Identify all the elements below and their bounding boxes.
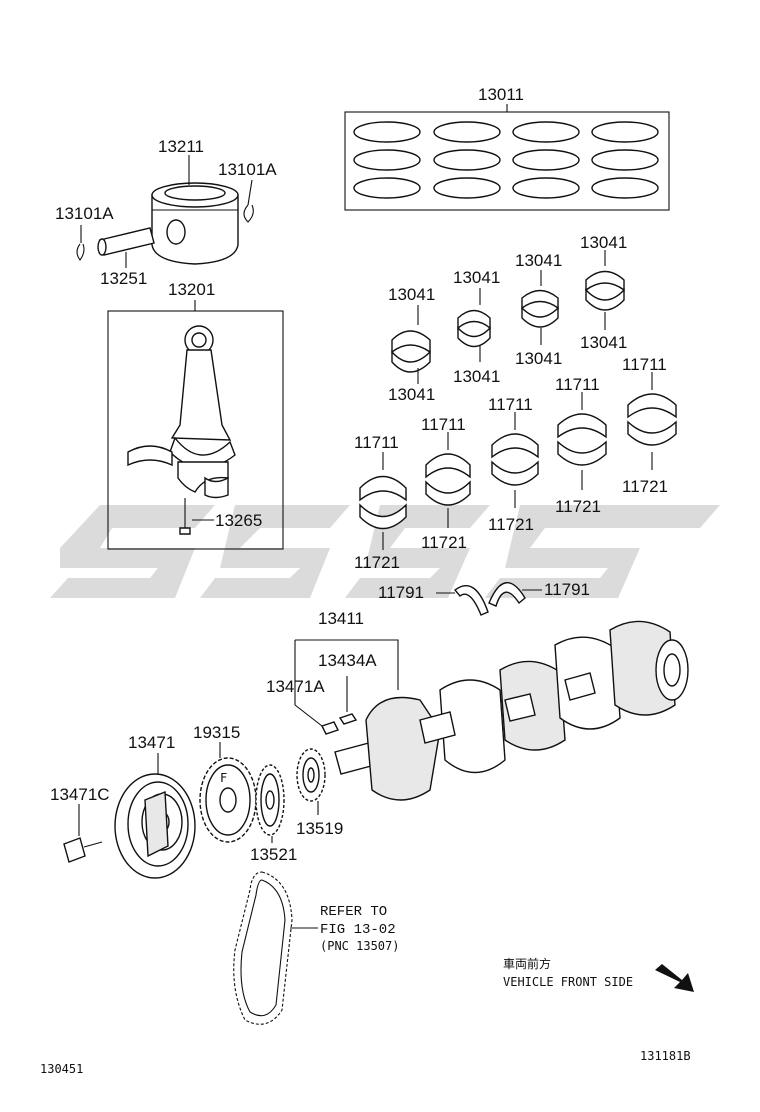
label-sprocket-2: 13519 [296, 819, 343, 838]
label-rod-bearing-4-upper: 13041 [580, 233, 627, 252]
label-main-bearing-2-lower: 11721 [421, 533, 467, 552]
rod-bolt [179, 498, 191, 535]
pulley-bolt [63, 837, 103, 863]
piston [151, 182, 239, 265]
label-piston: 13211 [158, 137, 204, 156]
main-bearing-2 [425, 453, 471, 506]
rod-bearing-in-box-lower [204, 476, 229, 499]
rod-cap [177, 461, 229, 493]
label-thrust-washer-left: 11791 [378, 583, 424, 602]
label-main-bearing-3-lower: 11721 [488, 515, 534, 534]
footer-left-code: 130451 [40, 1062, 83, 1076]
label-crank-key-b: 13471A [266, 677, 325, 696]
main-bearing-4 [557, 413, 607, 466]
label-snap-ring-right: 13101A [218, 160, 277, 179]
timing-rotor: F [199, 757, 257, 843]
connecting-rod [169, 325, 236, 469]
timing-chain [233, 871, 293, 1025]
label-rod-bearing-2-lower: 13041 [453, 367, 500, 386]
piston-pin [97, 227, 155, 256]
crank-sprocket [255, 764, 285, 836]
refer-note-line3: (PNC 13507) [320, 939, 399, 953]
rod-bearing-3 [521, 289, 559, 328]
label-connecting-rod: 13201 [168, 280, 215, 299]
rod-bearing-2 [457, 309, 491, 348]
front-arrow-icon [655, 964, 694, 992]
label-piston-pin: 13251 [100, 269, 147, 288]
main-bearing-5 [627, 393, 677, 446]
label-rod-bearing-3-upper: 13041 [515, 251, 562, 270]
label-rod-bearing-4-lower: 13041 [580, 333, 627, 352]
label-rod-bearing-3-lower: 13041 [515, 349, 562, 368]
main-bearing-1 [359, 475, 407, 530]
label-main-bearing-1-upper: 11711 [354, 433, 399, 452]
label-pulley-bolt: 13471C [50, 785, 110, 804]
direction-label-jp: 車両前方 [503, 956, 551, 971]
label-main-bearing-2-upper: 11711 [421, 415, 466, 434]
refer-note-line2: FIG 13-02 [320, 922, 396, 938]
piston-rings [353, 121, 659, 199]
direction-label-en: VEHICLE FRONT SIDE [503, 975, 633, 989]
rod-bearing-4 [585, 270, 625, 311]
snap-ring-right [243, 204, 254, 223]
label-thrust-washer-right: 11791 [544, 580, 590, 599]
svg-text:F: F [220, 771, 227, 785]
label-main-bearing-4-lower: 11721 [555, 497, 601, 516]
crank-key-b [321, 721, 339, 735]
label-crankshaft: 13411 [318, 609, 364, 628]
sprocket-2 [296, 748, 326, 802]
label-rod-bearing-1-lower: 13041 [388, 385, 435, 404]
crank-key-a [338, 713, 358, 725]
label-crank-key-a: 13434A [318, 651, 377, 670]
label-main-bearing-1-lower: 11721 [354, 553, 400, 572]
rod-bearing-1 [391, 330, 431, 373]
refer-note-line1: REFER TO [320, 904, 387, 920]
thrust-washer-right [488, 581, 526, 607]
footer-right-code: 131181B [640, 1049, 691, 1063]
label-rod-bearing-1-upper: 13041 [388, 285, 435, 304]
crankshaft [334, 620, 689, 801]
label-rod-bolt: 13265 [215, 511, 262, 530]
label-timing-rotor: 19315 [193, 723, 240, 742]
snap-ring-left [76, 243, 85, 261]
rod-bearing-in-box-upper [127, 445, 173, 467]
label-crank-pulley: 13471 [128, 733, 175, 752]
label-crank-sprocket: 13521 [250, 845, 297, 864]
label-main-bearing-3-upper: 11711 [488, 395, 533, 414]
label-rings-set: 13011 [478, 85, 524, 104]
label-snap-ring-left: 13101A [55, 204, 114, 223]
thrust-washer-left [453, 585, 489, 616]
label-main-bearing-5-lower: 11721 [622, 477, 668, 496]
crank-pulley [114, 773, 196, 879]
label-rod-bearing-2-upper: 13041 [453, 268, 500, 287]
label-main-bearing-4-upper: 11711 [555, 375, 600, 394]
main-bearing-3 [491, 433, 539, 486]
label-main-bearing-5-upper: 11711 [622, 355, 667, 374]
